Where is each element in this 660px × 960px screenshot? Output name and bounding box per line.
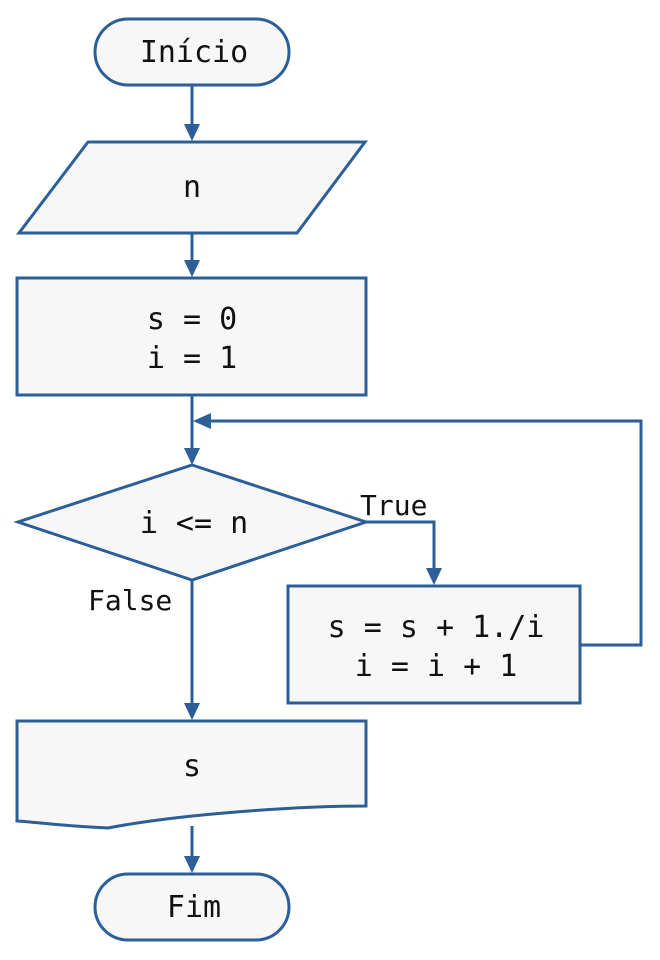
arrowhead-start-to-input xyxy=(184,124,200,141)
end-node: Fim xyxy=(93,872,291,942)
start-terminal-shape xyxy=(93,17,291,87)
body-process-shape xyxy=(286,584,582,705)
input-label: n xyxy=(183,170,201,205)
output-document-shape xyxy=(15,719,368,830)
arrowhead-output-to-end xyxy=(184,856,200,873)
output-node: s xyxy=(15,719,368,830)
output-label: s xyxy=(183,749,201,784)
start-label: Início xyxy=(140,35,248,70)
true-branch-label: True xyxy=(360,489,427,522)
condition-label: i <= n xyxy=(140,506,248,541)
input-parallelogram-shape xyxy=(15,140,368,235)
body-line-1: s = s + 1./i xyxy=(328,610,545,645)
false-branch-label: False xyxy=(88,584,172,617)
arrowhead-condition-to-body xyxy=(426,568,442,585)
init-process-shape xyxy=(15,276,368,397)
arrowhead-loop-back xyxy=(193,413,211,429)
body-line-2: i = i + 1 xyxy=(355,649,518,684)
input-node: n xyxy=(15,140,368,235)
arrowhead-condition-to-output xyxy=(184,703,200,720)
arrowhead-init-to-condition xyxy=(184,448,200,465)
init-line-1: s = 0 xyxy=(147,302,237,337)
arrowhead-input-to-init xyxy=(184,260,200,277)
init-line-2: i = 1 xyxy=(147,341,237,376)
condition-diamond-shape xyxy=(13,463,371,582)
start-node: Início xyxy=(93,17,291,87)
body-node: s = s + 1./i i = i + 1 xyxy=(286,584,582,705)
end-terminal-shape xyxy=(93,872,291,942)
edge-condition-true-to-body xyxy=(366,520,436,570)
init-node: s = 0 i = 1 xyxy=(15,276,368,397)
end-label: Fim xyxy=(167,890,221,925)
condition-node: i <= n xyxy=(13,463,371,582)
connectors xyxy=(184,86,643,873)
edge-body-loop-back xyxy=(210,419,643,647)
